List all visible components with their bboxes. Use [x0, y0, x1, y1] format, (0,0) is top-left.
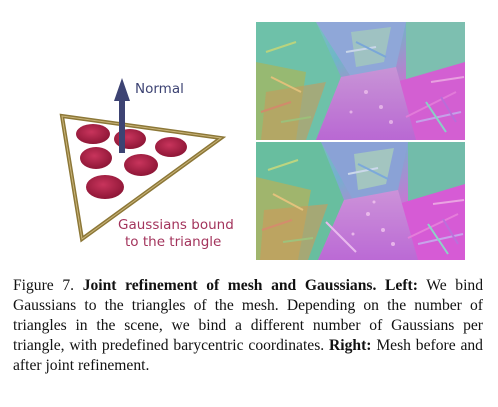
caption-right-label: Right: [329, 337, 372, 354]
gaussians-label-line2: to the triangle [125, 234, 221, 250]
caption-left-text: We bind Gaussians to the triangles of th… [13, 277, 484, 354]
normal-arrow [114, 78, 130, 153]
gaussian-ellipse [114, 129, 146, 149]
gaussian-ellipse [80, 147, 112, 169]
gaussian-ellipse [155, 137, 187, 157]
figure-caption: Figure 7. Joint refinement of mesh and G… [13, 276, 483, 376]
gaussian-ellipse [124, 154, 158, 176]
gaussians-group [76, 124, 187, 199]
gaussian-ellipse [76, 124, 110, 144]
mesh-render-before [256, 22, 465, 140]
mesh-render-after [256, 142, 465, 260]
caption-right-text: Mesh before and after joint refinement. [13, 337, 483, 374]
figure-label: Figure 7. [13, 277, 75, 294]
caption-title: Joint refinement of mesh and Gaussians. [82, 277, 377, 294]
caption-left-label: Left: [385, 277, 418, 294]
normal-label: Normal [135, 81, 184, 97]
gaussians-label-line1: Gaussians bound [118, 217, 234, 233]
gaussian-ellipse [86, 175, 124, 199]
triangle-diagram: Normal Gaussians bound to the triangle [59, 78, 234, 250]
